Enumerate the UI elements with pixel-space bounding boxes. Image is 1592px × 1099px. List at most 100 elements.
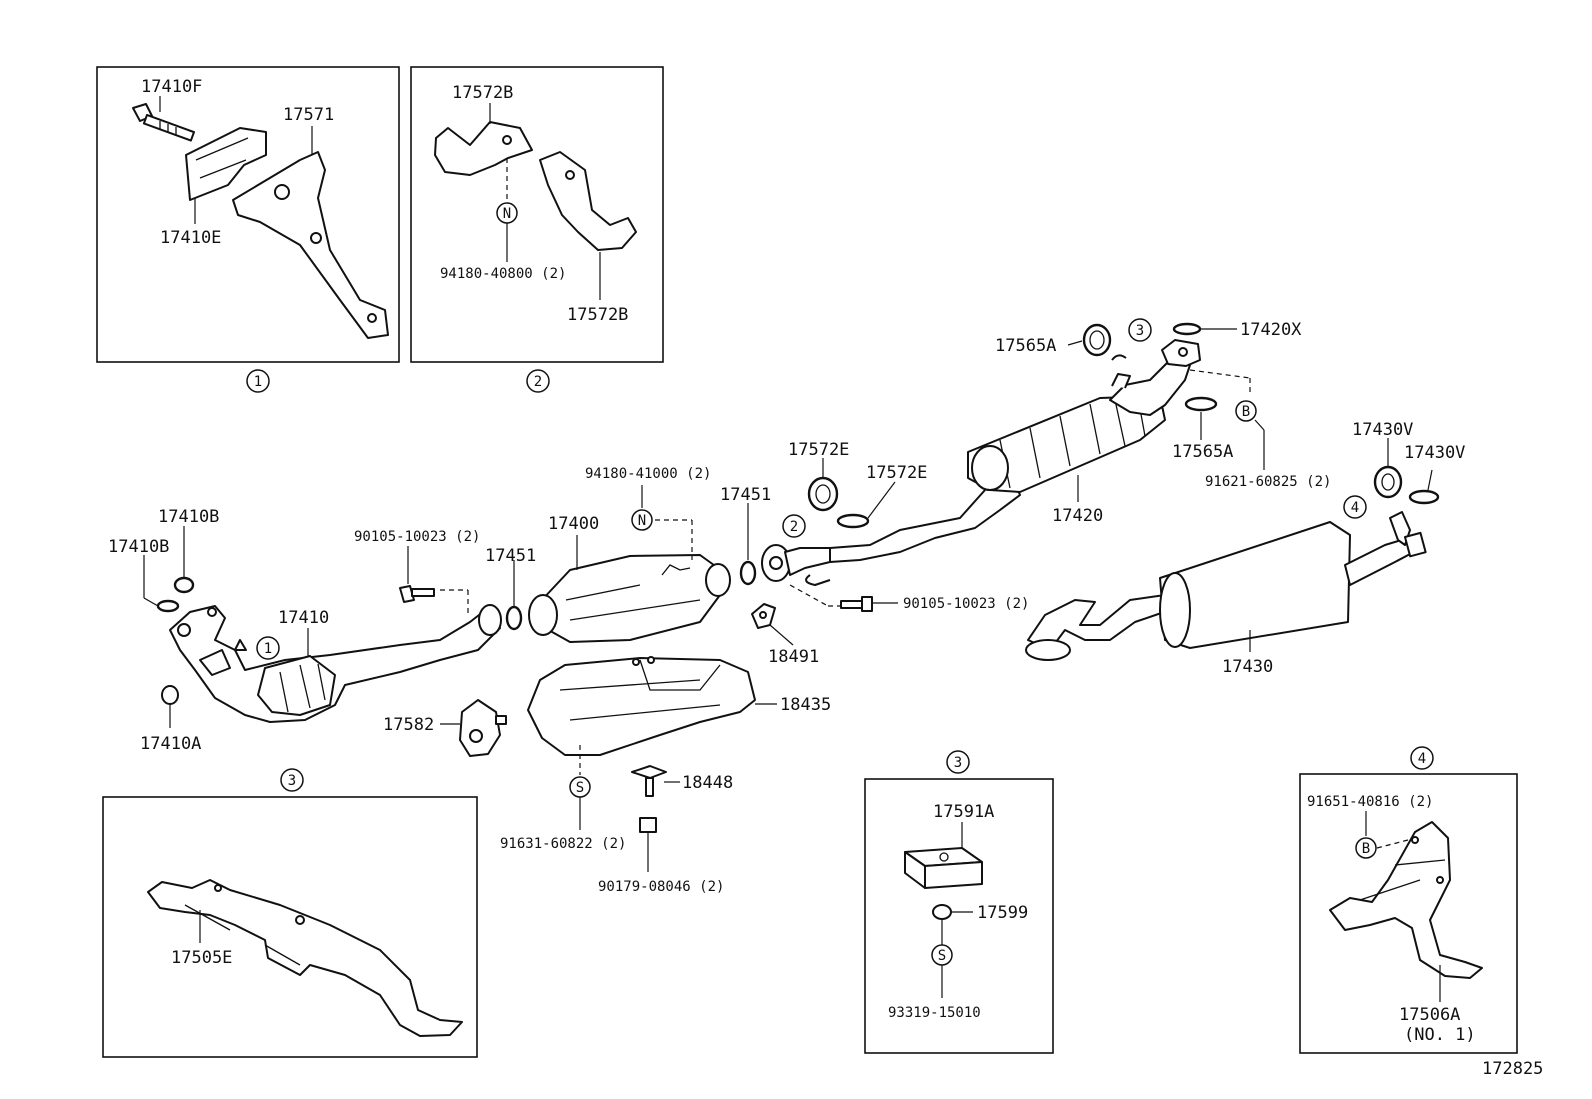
callout-1-top: 1 xyxy=(246,369,270,393)
gasket-17572E-a xyxy=(807,476,839,512)
pipe-section-2 xyxy=(761,544,831,586)
bracket-17571 xyxy=(232,151,389,339)
bolt-18448 xyxy=(631,765,667,797)
label-17572E-a: 17572E xyxy=(788,440,849,460)
svg-text:3: 3 xyxy=(288,773,296,789)
svg-text:1: 1 xyxy=(264,641,272,657)
label-94180-40800: 94180-40800 (2) xyxy=(440,266,566,282)
label-17506A-note: (NO. 1) xyxy=(1404,1025,1476,1045)
label-17410E: 17410E xyxy=(160,228,221,248)
svg-text:S: S xyxy=(938,948,946,964)
callout-B-mid: B xyxy=(1235,400,1257,422)
callout-S-mid: S xyxy=(569,776,591,798)
gasket-17451-right xyxy=(739,560,757,586)
plug-17410A xyxy=(161,685,179,705)
inset-4: 91651-40816 (2) B 17506A (NO. 1) xyxy=(1299,773,1518,1054)
bracket-18491 xyxy=(751,603,776,629)
label-90179-08046: 90179-08046 (2) xyxy=(598,879,724,895)
label-91631-60822: 91631-60822 (2) xyxy=(500,836,626,852)
label-17420: 17420 xyxy=(1052,506,1103,526)
muffler-17430 xyxy=(1025,511,1427,661)
label-17410B-b: 17410B xyxy=(158,507,219,527)
label-17506A: 17506A xyxy=(1399,1005,1460,1025)
label-17410B-a: 17410B xyxy=(108,537,169,557)
gasket-17410B-a xyxy=(156,599,180,613)
front-pipe-17410 xyxy=(169,604,502,723)
label-17451-a: 17451 xyxy=(720,485,771,505)
bracket-17506A xyxy=(1329,821,1483,979)
svg-text:N: N xyxy=(638,513,646,529)
crossmember-17505E xyxy=(147,879,463,1037)
block-17591A xyxy=(904,847,983,889)
shield-17410E xyxy=(185,127,267,201)
label-90105-right: 90105-10023 (2) xyxy=(903,596,1029,612)
inset-3-mid: 17591A 17599 S 93319-15010 xyxy=(864,778,1054,1054)
label-17410F: 17410F xyxy=(141,77,202,97)
label-17591A: 17591A xyxy=(933,802,994,822)
bracket-17572B-lower xyxy=(539,151,637,251)
inset-1: 17410F 17571 17410E xyxy=(96,66,400,363)
figure-number: 172825 xyxy=(1482,1059,1543,1079)
label-17572B-top: 17572B xyxy=(452,83,513,103)
inset-2: 17572B N 94180-40800 (2) 17572B xyxy=(410,66,664,363)
inset-2-frame xyxy=(410,66,664,363)
callout-3-left: 3 xyxy=(280,768,304,792)
callout-2-top: 2 xyxy=(526,369,550,393)
label-17410: 17410 xyxy=(278,608,329,628)
callout-1-mid: 1 xyxy=(256,636,280,660)
inset-3-mid-frame xyxy=(864,778,1054,1054)
label-91651-40816: 91651-40816 (2) xyxy=(1307,794,1433,810)
insulator-18435 xyxy=(527,656,756,756)
label-91621-60825: 91621-60825 (2) xyxy=(1205,474,1331,490)
gasket-17430V-b xyxy=(1408,489,1440,505)
converter-17400 xyxy=(528,554,731,643)
callout-3-mid: 3 xyxy=(1128,318,1152,342)
callout-4-mid: 4 xyxy=(1343,495,1367,519)
callout-B-box: B xyxy=(1355,837,1377,859)
label-93319-15010: 93319-15010 xyxy=(888,1005,981,1021)
svg-text:3: 3 xyxy=(954,755,962,771)
svg-text:2: 2 xyxy=(790,519,798,535)
svg-text:4: 4 xyxy=(1418,751,1426,767)
collar-17599 xyxy=(932,904,952,920)
label-17582: 17582 xyxy=(383,715,434,735)
gasket-17572E-b xyxy=(836,513,870,529)
bolt-17410F xyxy=(132,103,195,142)
label-17400: 17400 xyxy=(548,514,599,534)
label-17505E: 17505E xyxy=(171,948,232,968)
callout-2-mid: 2 xyxy=(782,514,806,538)
gasket-17565A-mid xyxy=(1184,396,1218,412)
svg-text:S: S xyxy=(576,780,584,796)
inset-1-frame xyxy=(96,66,400,363)
svg-text:4: 4 xyxy=(1351,500,1359,516)
label-17599: 17599 xyxy=(977,903,1028,923)
svg-text:2: 2 xyxy=(534,374,542,390)
svg-text:B: B xyxy=(1362,841,1370,857)
bracket-17572B-upper xyxy=(434,121,533,176)
inset-3-left: 17505E xyxy=(102,796,478,1058)
callout-4-box: 4 xyxy=(1410,746,1434,770)
svg-text:N: N xyxy=(503,206,511,222)
gasket-17420X xyxy=(1172,322,1202,336)
callout-N-mid: N xyxy=(631,509,653,531)
label-17420X: 17420X xyxy=(1240,320,1302,340)
nut-90179 xyxy=(639,817,657,833)
gasket-17451-left xyxy=(505,605,523,631)
label-17430V-a: 17430V xyxy=(1352,420,1413,440)
label-18448: 18448 xyxy=(682,773,733,793)
bolt-90105-right xyxy=(840,596,873,612)
label-17451-b: 17451 xyxy=(485,546,536,566)
hanger-17582 xyxy=(459,699,507,757)
inset-4-frame xyxy=(1299,773,1518,1054)
label-17572B-bottom: 17572B xyxy=(567,305,628,325)
label-94180-41000: 94180-41000 (2) xyxy=(585,466,711,482)
label-17565A-mid: 17565A xyxy=(1172,442,1233,462)
label-18435: 18435 xyxy=(780,695,831,715)
bolt-90105-left xyxy=(399,585,435,603)
label-17571: 17571 xyxy=(283,105,334,125)
gasket-17410B-b xyxy=(173,576,195,594)
svg-text:B: B xyxy=(1242,404,1250,420)
label-17430V-b: 17430V xyxy=(1404,443,1465,463)
callout-N-inset: N xyxy=(496,202,518,224)
